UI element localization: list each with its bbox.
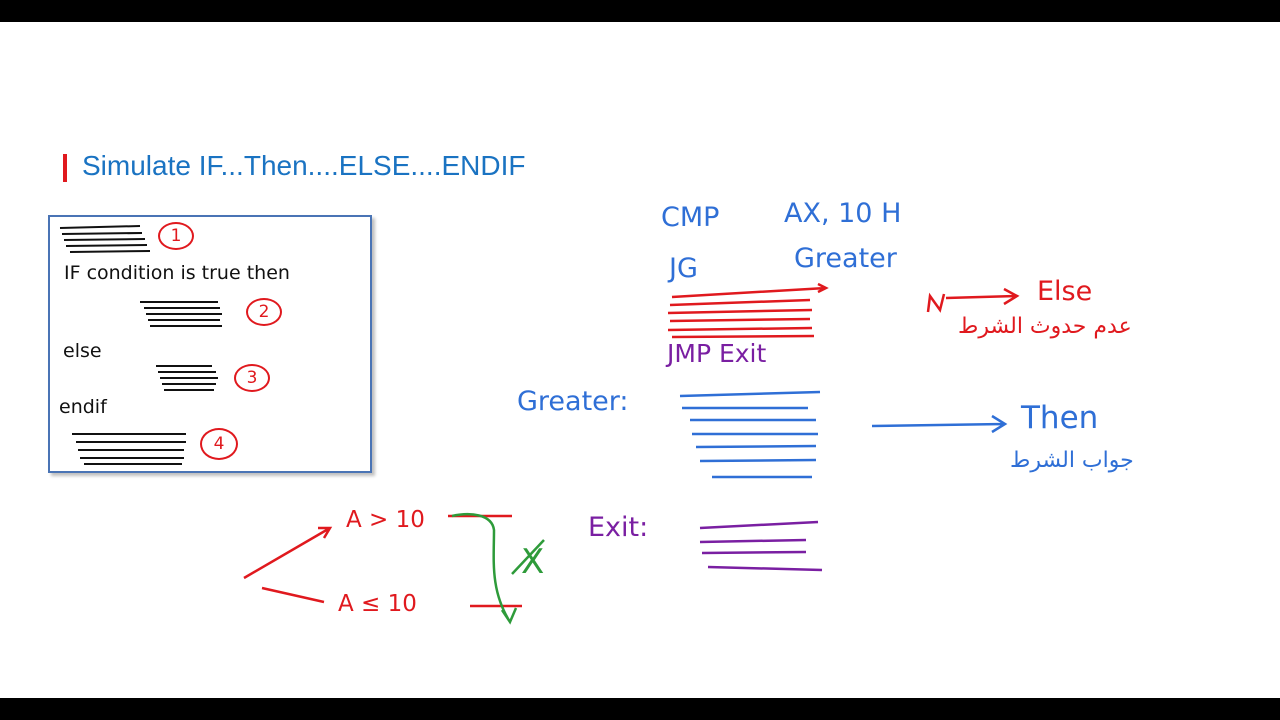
if-condition-line: IF condition is true then <box>64 262 290 284</box>
exit-label: Exit: <box>588 512 648 543</box>
bottom-letterbox-bar <box>0 698 1280 720</box>
arrow-to-then <box>871 414 1008 434</box>
block-2-lines <box>140 301 222 327</box>
cmp-mnemonic: CMP <box>661 202 719 233</box>
slide-title: Simulate IF...Then....ELSE....ENDIF <box>82 150 526 181</box>
green-jump-arrow <box>451 513 545 625</box>
else-arabic-note: عدم حدوث الشرط <box>958 314 1132 339</box>
marker-3: 3 <box>234 364 270 392</box>
marker-2: 2 <box>246 298 282 326</box>
block-4-lines <box>72 433 186 465</box>
jg-target: Greater <box>794 243 898 274</box>
then-block-lines <box>679 390 821 479</box>
then-arabic-note: جواب الشرط <box>1010 448 1134 473</box>
then-label: Then <box>1020 400 1098 436</box>
block-1-lines <box>59 225 151 253</box>
else-label: Else <box>1037 276 1092 307</box>
box-scribbles <box>59 225 222 465</box>
top-letterbox-bar <box>0 0 1280 22</box>
else-block-lines <box>667 282 829 339</box>
cmp-operands: AX, 10 H <box>784 198 901 229</box>
jg-mnemonic: JG <box>667 253 698 284</box>
marker-1: 1 <box>158 222 194 250</box>
else-line: else <box>63 340 102 362</box>
greater-label: Greater: <box>517 386 629 417</box>
endif-line: endif <box>59 396 108 418</box>
marker-4: 4 <box>200 428 238 460</box>
exit-block-lines <box>699 520 823 572</box>
jmp-exit-instruction: JMP Exit <box>665 339 767 368</box>
cross-mark: X <box>521 542 544 582</box>
arrow-to-else <box>926 287 1020 313</box>
condition-greater: A > 10 <box>346 507 425 533</box>
block-3-lines <box>156 365 218 391</box>
condition-less-equal: A ≤ 10 <box>338 591 417 617</box>
title-accent-mark <box>63 154 67 182</box>
